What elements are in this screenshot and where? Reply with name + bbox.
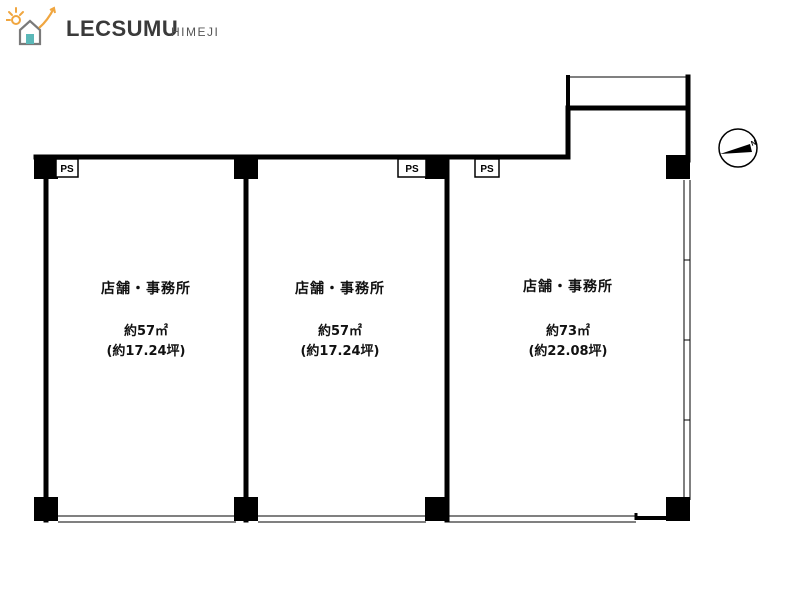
house-sun-logo-icon [6,6,56,46]
ps-box-3: PS [474,158,500,178]
room-2-label: 店舗・事務所 約57㎡ (約17.24坪) [240,278,440,362]
ps-label: PS [480,164,494,175]
brand-name: LECSUMU [66,16,179,41]
storefront-glazing [58,513,638,523]
columns [34,155,690,521]
brand-logo: LECSUMU HIMEJI [6,4,246,48]
ps-label: PS [60,164,74,175]
room-use: 店舗・事務所 [101,281,191,297]
room-3-label: 店舗・事務所 約73㎡ (約22.08坪) [468,276,668,362]
room-area: 約57㎡ [317,324,363,339]
room-area-tsubo: (約17.24坪) [106,344,186,359]
walls [33,74,691,523]
ps-label: PS [405,164,419,175]
room-area-tsubo: (約17.24坪) [300,344,380,359]
room-area-tsubo: (約22.08坪) [528,344,608,359]
room-area: 約57㎡ [123,324,169,339]
room-area: 約73㎡ [545,324,591,339]
room-use: 店舗・事務所 [295,281,385,297]
north-compass-icon: N [718,128,758,168]
ps-box-1: PS [55,158,79,178]
room-1-label: 店舗・事務所 約57㎡ (約17.24坪) [46,278,246,362]
brand-location: HIMEJI [171,25,220,39]
north-label: N [750,140,757,148]
right-windows [683,180,691,500]
ps-box-2: PS [397,158,427,178]
room-use: 店舗・事務所 [523,279,613,295]
